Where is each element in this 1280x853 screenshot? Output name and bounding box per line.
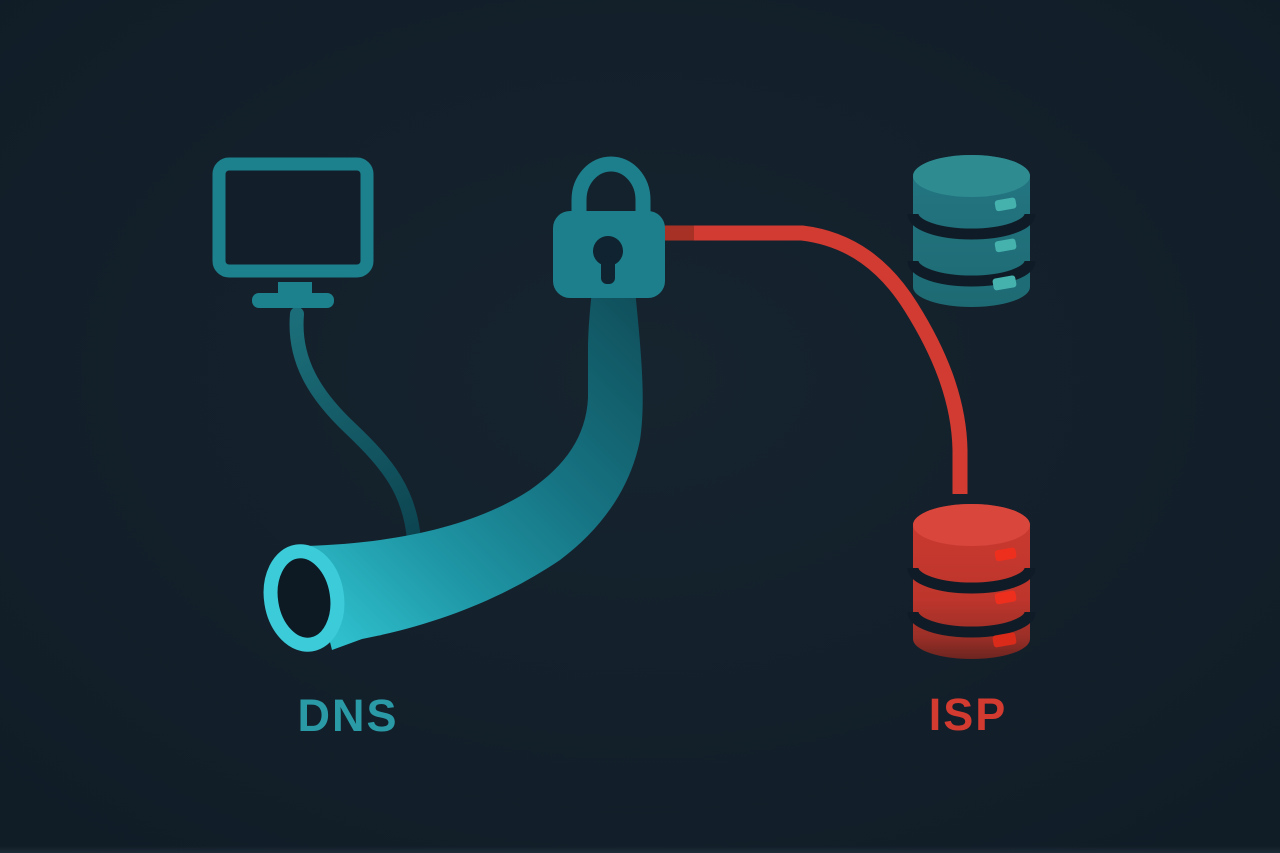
database-top	[913, 504, 1030, 546]
database-led	[992, 632, 1017, 648]
monitor-screen	[212, 157, 374, 278]
database-led	[994, 547, 1017, 562]
tunnel-pipe-icon	[306, 290, 643, 650]
pipe-mouth-rim	[263, 544, 345, 652]
database-led	[994, 197, 1017, 212]
bottom-edge-strip	[0, 846, 1280, 853]
lock-shackle	[571, 156, 651, 215]
database-led	[994, 238, 1017, 253]
monitor-cable	[289, 307, 421, 547]
database-led	[992, 275, 1017, 291]
database-stack-icon-isp	[907, 504, 1036, 659]
dns-label: DNS	[297, 690, 399, 741]
keyhole	[593, 236, 623, 266]
isp-label: ISP	[928, 689, 1008, 740]
keyhole-stem	[601, 256, 615, 284]
monitor-stand-base	[252, 293, 334, 308]
lock-icon	[553, 156, 665, 298]
red-line-socket	[664, 225, 694, 241]
database-led	[994, 590, 1017, 605]
database-stack-icon-dns	[907, 155, 1036, 307]
database-top	[913, 155, 1030, 197]
lock-to-isp-line	[664, 225, 968, 494]
monitor-icon	[212, 157, 374, 308]
